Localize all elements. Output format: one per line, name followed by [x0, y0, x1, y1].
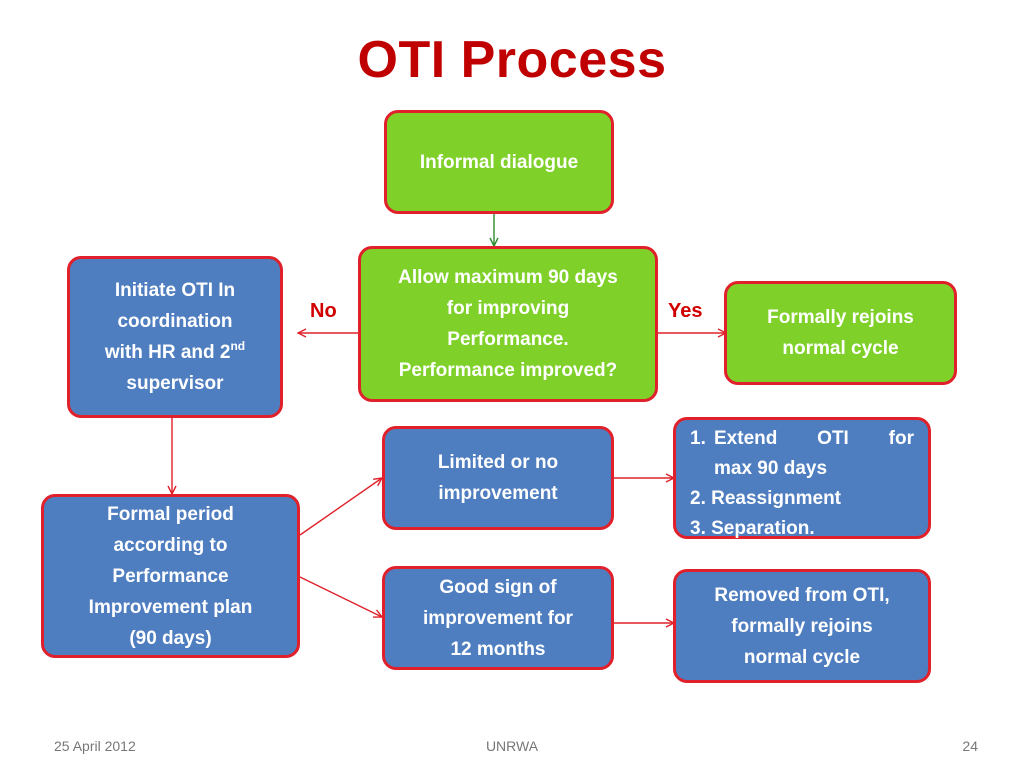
- node-initiate-line: coordination: [117, 311, 233, 332]
- node-removed-line: Removed from OTI,: [714, 584, 890, 606]
- node-initiate-line: with HR and 2nd: [104, 339, 246, 363]
- arrow-formal-to-good: [299, 576, 382, 617]
- node-removed-line: formally rejoins: [731, 615, 873, 637]
- options-item-1: 1. Extend OTI for: [690, 428, 914, 449]
- arrow-formal-to-limited: [299, 478, 382, 536]
- footer-page-number: 24: [962, 738, 978, 754]
- node-rejoin-line: normal cycle: [782, 338, 899, 359]
- footer-center: UNRWA: [485, 738, 539, 754]
- node-allow-line: Performance improved?: [398, 360, 618, 381]
- node-informal-dialogue: Informal dialogue: [384, 110, 614, 214]
- node-formal-line: Performance: [112, 565, 229, 587]
- slide-title: OTI Process: [357, 31, 667, 89]
- node-removed-line: normal cycle: [743, 646, 861, 668]
- node-limited-improvement: Limited or no improvement: [382, 426, 614, 530]
- node-allow-line: Allow maximum 90 days: [398, 267, 618, 288]
- node-formal-line: Formal period: [107, 503, 234, 525]
- node-formal-period: Formal period according to Performance I…: [41, 494, 300, 658]
- node-removed-from-oti: Removed from OTI, formally rejoins norma…: [673, 569, 931, 683]
- node-initiate-line: supervisor: [126, 373, 224, 394]
- node-formally-rejoins: Formally rejoins normal cycle: [724, 281, 957, 385]
- node-good-line: improvement for: [423, 607, 573, 629]
- node-allow-line: Performance.: [447, 329, 569, 350]
- options-item-1-cont: max 90 days: [714, 458, 828, 479]
- node-limited-line: improvement: [438, 483, 558, 504]
- node-limited-line: Limited or no: [437, 452, 559, 473]
- node-formal-line: (90 days): [129, 627, 212, 649]
- node-formal-line: Improvement plan: [88, 596, 253, 618]
- node-allow-90-days: Allow maximum 90 days for improving Perf…: [358, 246, 658, 402]
- label-no: No: [310, 300, 337, 322]
- node-initiate-oti: Initiate OTI In coordination with HR and…: [67, 256, 283, 418]
- node-good-sign: Good sign of improvement for 12 months: [382, 566, 614, 670]
- options-item-2: 2. Reassignment: [690, 488, 841, 509]
- node-formal-line: according to: [113, 534, 228, 556]
- node-informal-dialogue-text: Informal dialogue: [419, 151, 579, 173]
- node-good-line: 12 months: [450, 638, 546, 660]
- footer-date: 25 April 2012: [54, 738, 136, 754]
- options-item-3: 3. Separation.: [690, 518, 815, 539]
- node-initiate-line: Initiate OTI In: [114, 280, 236, 301]
- node-rejoin-line: Formally rejoins: [767, 307, 914, 328]
- node-allow-line: for improving: [446, 298, 570, 319]
- node-options-list: 1. Extend OTI for max 90 days 2. Reassig…: [673, 417, 931, 539]
- node-good-line: Good sign of: [439, 576, 557, 598]
- label-yes: Yes: [668, 300, 703, 322]
